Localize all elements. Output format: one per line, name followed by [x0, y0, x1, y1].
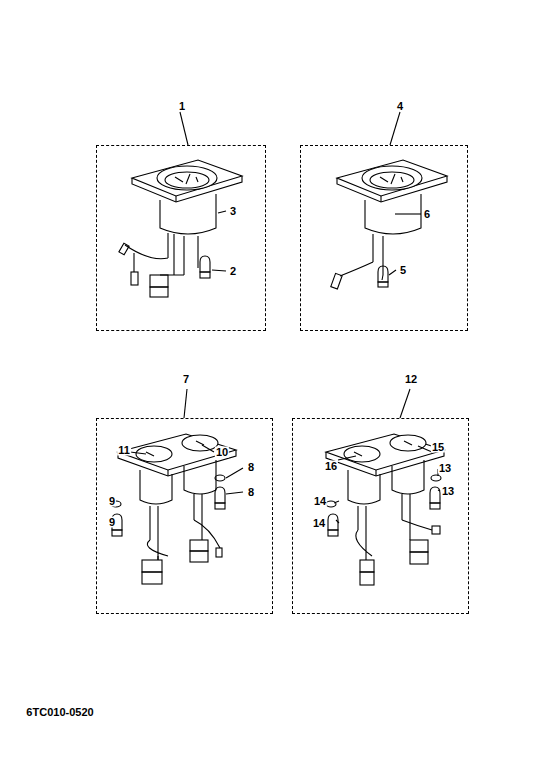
callout-number: 8	[247, 462, 255, 473]
callout-number: 3	[229, 206, 237, 217]
callout-number: 5	[399, 265, 407, 276]
callout-number: 13	[441, 486, 455, 497]
callout-number: 6	[423, 209, 431, 220]
callout-number: 9	[108, 496, 116, 507]
callout-number: 14	[313, 496, 327, 507]
callout-number: 8	[247, 487, 255, 498]
callout-number: 16	[324, 461, 338, 472]
callout-number: 1	[179, 100, 185, 112]
kit-outline: 1	[96, 145, 266, 331]
callout-number: 11	[117, 445, 131, 456]
callout-number: 12	[405, 373, 417, 385]
callout-number: 4	[397, 100, 403, 112]
callout-number: 9	[108, 517, 116, 528]
callout-number: 2	[229, 266, 237, 277]
callout-number: 10	[215, 447, 229, 458]
drawing-code: 6TC010-0520	[25, 707, 94, 718]
callout-number: 13	[438, 463, 452, 474]
kit-outline: 4	[300, 145, 468, 331]
callout-number: 15	[431, 442, 445, 453]
callout-number: 14	[312, 518, 326, 529]
callout-number: 7	[183, 373, 189, 385]
